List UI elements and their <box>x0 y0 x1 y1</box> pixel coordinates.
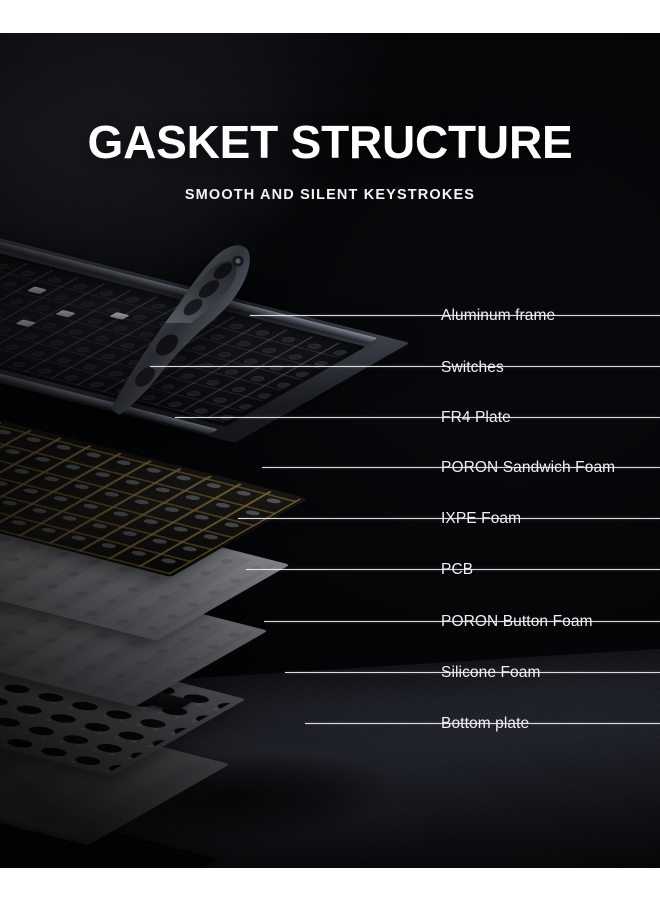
leader-line-bottom-plate <box>305 723 660 724</box>
label-ixpe-foam: IXPE Foam <box>441 510 522 527</box>
label-pcb: PCB <box>441 561 474 578</box>
background-vignette <box>0 33 660 868</box>
leader-line-pcb <box>246 569 660 570</box>
label-silicone-foam: Silicone Foam <box>441 664 541 681</box>
leader-line-aluminum-frame <box>250 315 660 316</box>
label-poron-sandwich-foam: PORON Sandwich Foam <box>441 459 616 476</box>
label-switches: Switches <box>441 359 504 376</box>
top-white-band <box>0 0 660 33</box>
label-poron-button-foam: PORON Button Foam <box>441 613 593 630</box>
label-fr4-plate: FR4 Plate <box>441 409 511 426</box>
leader-line-switches <box>150 366 660 367</box>
leader-line-poron-sandwich-foam <box>262 467 660 468</box>
page-subtitle: SMOOTH AND SILENT KEYSTROKES <box>184 187 476 203</box>
label-aluminum-frame: Aluminum frame <box>441 307 556 324</box>
infographic-stage: GASKET STRUCTURE SMOOTH AND SILENT KEYST… <box>0 33 660 868</box>
label-bottom-plate: Bottom plate <box>441 715 530 732</box>
leader-line-fr4-plate <box>175 417 660 418</box>
leader-line-ixpe-foam <box>238 518 660 519</box>
page-title: GASKET STRUCTURE <box>87 116 573 168</box>
leader-line-silicone-foam <box>285 672 660 673</box>
bottom-white-band <box>0 868 660 900</box>
leader-line-poron-button-foam <box>264 621 660 622</box>
